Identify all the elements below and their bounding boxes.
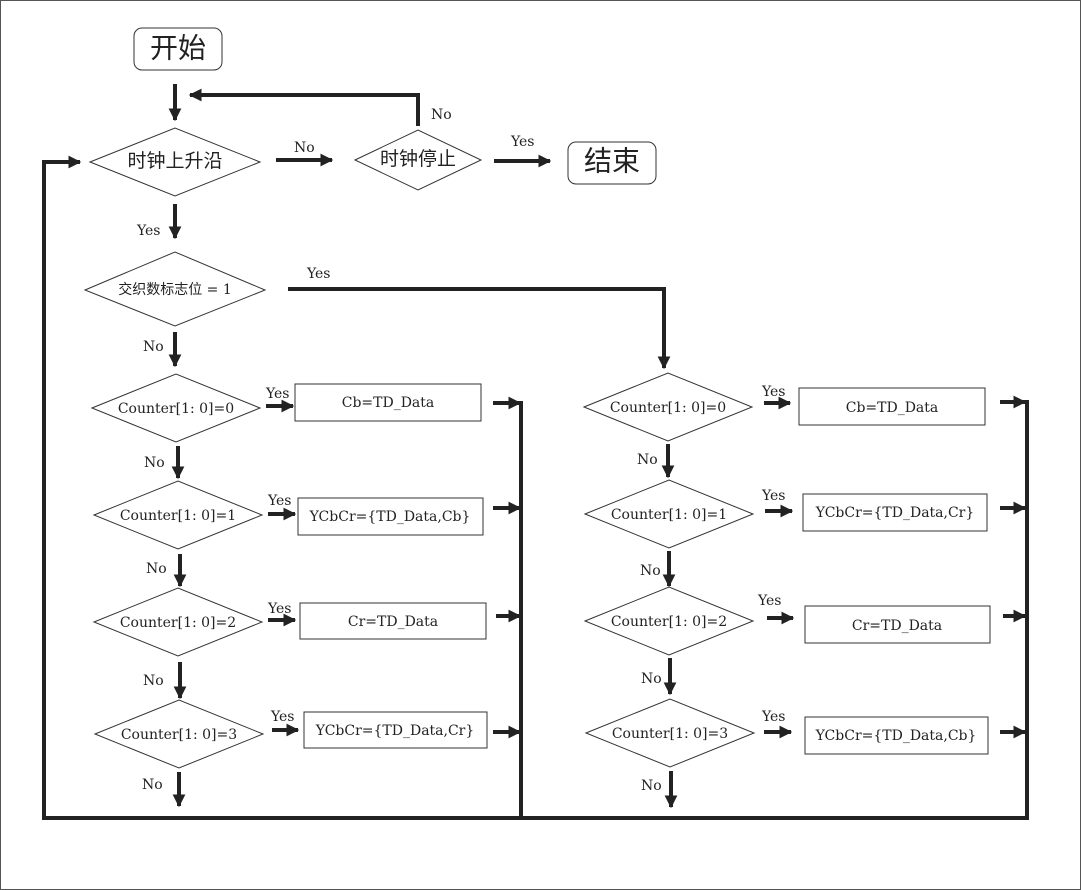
left-row-3: Counter[1: 0]=3 Yes YCbCr={TD_Data,Cr} bbox=[93, 699, 522, 769]
right-row-3: Counter[1: 0]=3 Yes YCbCr={TD_Data,Cb} bbox=[584, 698, 1027, 768]
right-row-1: Counter[1: 0]=1 Yes YCbCr={TD_Data,Cr} bbox=[583, 479, 1027, 549]
right-counter-1-label: Counter[1: 0]=1 bbox=[611, 507, 727, 523]
left-0-no-label: No bbox=[144, 455, 165, 471]
right-counter-0-label: Counter[1: 0]=0 bbox=[610, 400, 726, 416]
right-action-0-label: Cb=TD_Data bbox=[846, 400, 939, 416]
left-row-1: Counter[1: 0]=1 Yes YCbCr={TD_Data,Cb} bbox=[92, 480, 522, 550]
left-counter-1-decision bbox=[92, 480, 264, 550]
interleave-flag-decision bbox=[83, 251, 267, 327]
clock-rising-no-label: No bbox=[294, 140, 315, 156]
interleave-flag-label: 交织数标志位 = 1 bbox=[118, 281, 232, 298]
left-action-2-label: Cr=TD_Data bbox=[348, 614, 438, 630]
right-2-yes-label: Yes bbox=[757, 593, 782, 609]
right-2-no-label: No bbox=[641, 671, 662, 687]
right-action-1-box bbox=[802, 493, 988, 532]
end-label: 结束 bbox=[584, 145, 640, 178]
left-counter-0-decision bbox=[90, 373, 262, 443]
right-row-0: Counter[1: 0]=0 Yes Cb=TD_Data bbox=[582, 372, 1027, 442]
right-counter-3-decision bbox=[584, 698, 756, 768]
right-1-no-label: No bbox=[640, 563, 661, 579]
clock-stop-label: 时钟停止 bbox=[380, 148, 456, 170]
clock-stop-decision bbox=[353, 129, 483, 191]
right-counter-2-label: Counter[1: 0]=2 bbox=[611, 614, 727, 630]
clock-rising-decision bbox=[88, 127, 262, 197]
left-action-1-box bbox=[297, 497, 484, 536]
left-counter-3-decision bbox=[93, 699, 265, 769]
left-counter-2-decision bbox=[92, 587, 264, 657]
start-label: 开始 bbox=[150, 32, 206, 65]
clock-stop-yes-label: Yes bbox=[510, 134, 535, 150]
right-action-2-box bbox=[804, 605, 991, 644]
left-action-1-label: YCbCr={TD_Data,Cb} bbox=[309, 509, 471, 525]
left-2-no-label: No bbox=[143, 673, 164, 689]
right-action-3-label: YCbCr={TD_Data,Cb} bbox=[815, 728, 977, 744]
left-counter-2-label: Counter[1: 0]=2 bbox=[120, 615, 236, 631]
start-terminal bbox=[133, 27, 223, 71]
left-action-0-box bbox=[294, 383, 482, 422]
left-1-yes-label: Yes bbox=[267, 493, 292, 509]
right-action-3-box bbox=[804, 716, 989, 755]
flag-yes-label: Yes bbox=[306, 266, 331, 282]
clock-rising-label: 时钟上升沿 bbox=[127, 150, 222, 172]
end-terminal bbox=[567, 141, 657, 185]
right-0-yes-label: Yes bbox=[761, 384, 786, 400]
right-3-no-label: No bbox=[641, 778, 662, 794]
left-action-2-box bbox=[299, 602, 487, 640]
clock-rising-yes-label: Yes bbox=[136, 223, 161, 239]
left-action-3-label: YCbCr={TD_Data,Cr} bbox=[315, 723, 475, 739]
right-counter-2-decision bbox=[583, 586, 755, 656]
left-counter-1-label: Counter[1: 0]=1 bbox=[120, 508, 236, 524]
left-row-0: Counter[1: 0]=0 Yes Cb=TD_Data bbox=[90, 373, 522, 443]
left-0-yes-label: Yes bbox=[265, 386, 290, 402]
left-2-yes-label: Yes bbox=[267, 601, 292, 617]
left-counter-0-label: Counter[1: 0]=0 bbox=[118, 401, 234, 417]
left-action-0-label: Cb=TD_Data bbox=[342, 395, 435, 411]
left-action-3-box bbox=[303, 711, 488, 749]
left-counter-3-label: Counter[1: 0]=3 bbox=[121, 727, 237, 743]
right-counter-0-decision bbox=[582, 372, 754, 442]
return-loop-arrow bbox=[42, 155, 1027, 820]
right-action-1-label: YCbCr={TD_Data,Cr} bbox=[815, 505, 975, 521]
right-counter-1-decision bbox=[583, 479, 755, 549]
right-row-2: Counter[1: 0]=2 Yes Cr=TD_Data bbox=[583, 586, 1027, 656]
left-1-no-label: No bbox=[146, 561, 167, 577]
right-counter-3-label: Counter[1: 0]=3 bbox=[612, 726, 728, 742]
clock-stop-no-label: No bbox=[431, 107, 452, 123]
left-3-no-label: No bbox=[142, 777, 163, 793]
right-0-no-label: No bbox=[637, 452, 658, 468]
left-row-2: Counter[1: 0]=2 Yes Cr=TD_Data bbox=[92, 587, 522, 657]
arrow-flag-yes bbox=[288, 287, 671, 370]
right-3-yes-label: Yes bbox=[761, 709, 786, 725]
left-3-yes-label: Yes bbox=[270, 709, 295, 725]
arrow-stop-no-loop bbox=[188, 88, 420, 126]
right-action-2-label: Cr=TD_Data bbox=[852, 618, 942, 634]
right-1-yes-label: Yes bbox=[761, 488, 786, 504]
flag-no-label: No bbox=[143, 339, 164, 355]
right-action-0-box bbox=[798, 387, 986, 426]
